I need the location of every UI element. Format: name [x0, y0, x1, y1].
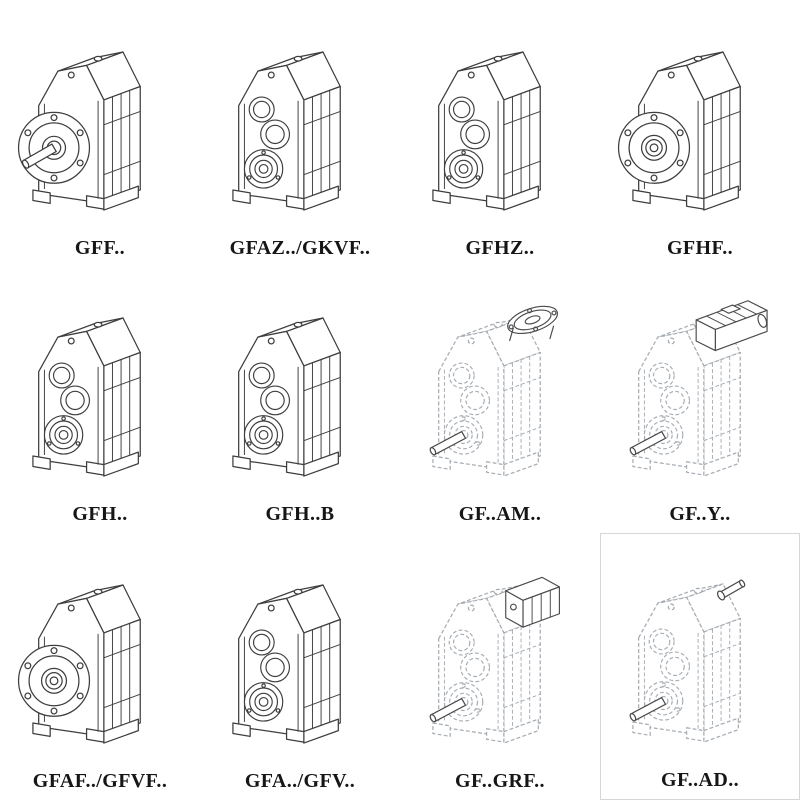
gearbox-cell-gf-ad: GF..AD..: [600, 533, 800, 800]
model-label-gfa-gfv: GFA../GFV..: [244, 769, 356, 792]
gearbox-figure-gff: [17, 51, 141, 211]
gearbox-cell-gfhz: GFHZ..: [400, 0, 600, 267]
gearbox-cell-gfa-gfv: GFA../GFV..: [200, 533, 400, 800]
gearbox-figure-gf-grf: [428, 576, 560, 744]
gearbox-cell-gf-y: GF..Y..: [600, 267, 800, 534]
gearbox-cell-gfhf: GFHF..: [600, 0, 800, 267]
gearbox-cell-gf-am: GF..AM..: [400, 267, 600, 534]
model-label-gf-y: GF..Y..: [669, 503, 731, 526]
gearbox-cell-gfh-b: GFH..B: [200, 267, 400, 534]
gearbox-figure-gfh-b: [232, 317, 341, 478]
model-label-gfhf: GFHF..: [666, 236, 734, 259]
gearbox-figure-gfaf: [17, 584, 141, 744]
gearbox-figure-gf-am: [428, 300, 562, 478]
model-label-gf-grf: GF..GRF..: [455, 769, 545, 792]
gearbox-figure-gfh: [32, 317, 141, 478]
gearbox-figure-gf-ad: [628, 578, 747, 743]
gearbox-figure-gfa: [232, 584, 341, 744]
model-label-gf-ad: GF..AD..: [660, 768, 740, 791]
model-label-gfaz-gkvf: GFAZ../GKVF..: [229, 236, 371, 259]
model-label-gfh-b: GFH..B: [265, 503, 335, 526]
primary-gear-unit-drawing: [505, 576, 560, 628]
gearbox-figure-gfhf: [617, 51, 741, 211]
gearbox-cell-gfh: GFH..: [0, 267, 200, 534]
model-label-gfaf-gfvf: GFAF../GFVF..: [32, 769, 168, 792]
model-label-gff: GFF..: [74, 236, 126, 259]
gearbox-cell-gfaz-gkvf: GFAZ../GKVF..: [200, 0, 400, 267]
model-label-gfh: GFH..: [72, 503, 128, 526]
output-flange-hollow-drawing: [17, 644, 91, 717]
output-flange-shaft-drawing: [17, 111, 91, 184]
gearbox-cell-gfaf-gfvf: GFAF../GFVF..: [0, 533, 200, 800]
gearbox-cell-gff: GFF..: [0, 0, 200, 267]
model-label-gfhz: GFHZ..: [465, 236, 535, 259]
gearbox-figure-gfhz: [432, 51, 541, 211]
gearbox-cell-gf-grf: GF..GRF..: [400, 533, 600, 800]
model-label-gf-am: GF..AM..: [458, 503, 542, 526]
gearbox-figure-gf-y: [628, 300, 769, 478]
mounted-motor-drawing: [695, 300, 769, 352]
output-flange-hollow-drawing: [617, 111, 691, 184]
gearbox-figure-gfaz: [232, 51, 341, 211]
